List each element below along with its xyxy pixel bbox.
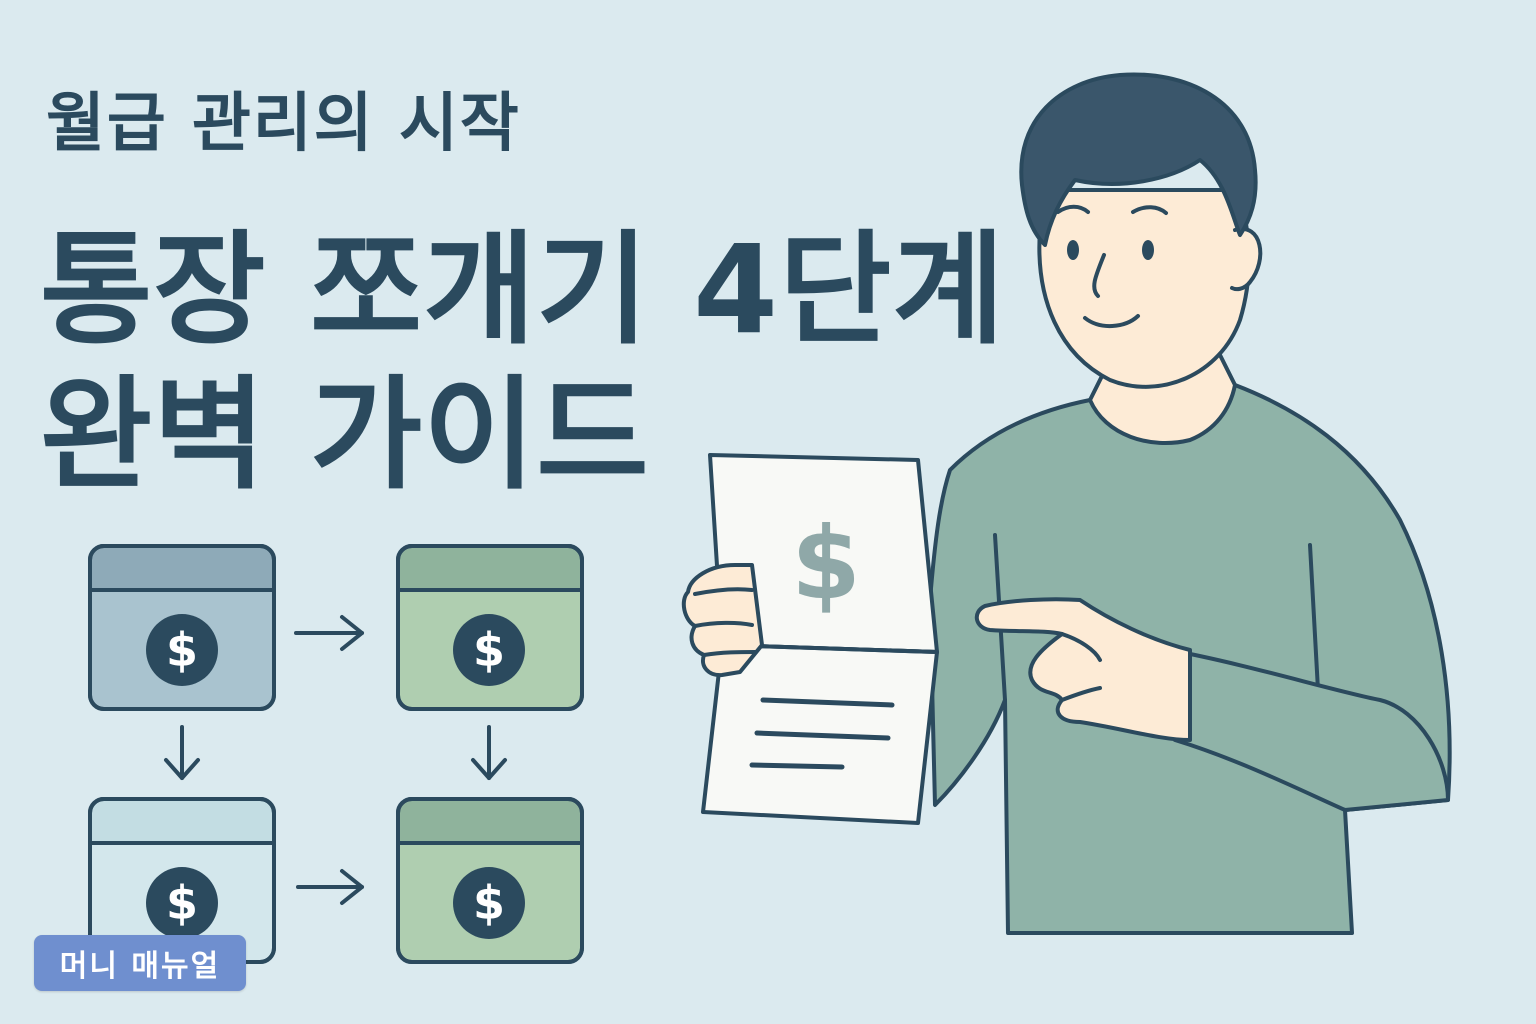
dollar-icon: $ xyxy=(166,876,198,930)
account-card-top-right: $ xyxy=(396,544,584,711)
coin-icon xyxy=(453,867,525,939)
holding-hand xyxy=(681,563,764,678)
eye-icon xyxy=(1067,240,1079,260)
sleeve xyxy=(1168,648,1450,812)
arrow-right-icon xyxy=(296,869,364,905)
headline: 통장 쪼개기 4단계 완벽 가이드 xyxy=(40,218,1006,508)
smile xyxy=(1083,314,1140,328)
dollar-icon: $ xyxy=(473,623,505,677)
dollar-icon: $ xyxy=(473,876,505,930)
hair xyxy=(1019,72,1258,247)
headline-line-2: 완벽 가이드 xyxy=(40,364,650,506)
coin-icon xyxy=(453,614,525,686)
arrow-right-icon xyxy=(294,615,364,651)
ear xyxy=(1230,226,1263,292)
headline-line-1: 통장 쪼개기 4단계 xyxy=(40,219,1006,361)
arrow-down-icon xyxy=(164,725,200,780)
eye-icon xyxy=(1142,240,1154,260)
account-card-top-left: $ xyxy=(88,544,276,711)
face xyxy=(1037,188,1252,389)
coin-icon xyxy=(146,867,218,939)
document-dollar-icon: $ xyxy=(791,505,861,622)
subtitle: 월급 관리의 시작 xyxy=(46,87,521,161)
account-card-bottom-right: $ xyxy=(396,797,584,964)
brand-badge: 머니 매뉴얼 xyxy=(34,935,246,991)
coin-icon xyxy=(146,614,218,686)
document xyxy=(701,453,939,825)
arrow-down-icon xyxy=(471,725,507,780)
dollar-icon: $ xyxy=(166,623,198,677)
account-card-bottom-left: $ xyxy=(88,797,276,964)
